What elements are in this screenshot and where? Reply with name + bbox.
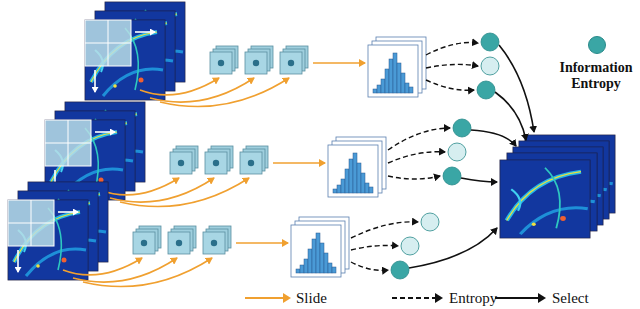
legend-swatch	[588, 36, 606, 54]
row-3	[8, 182, 349, 287]
legend-label: Select	[552, 289, 589, 307]
legend-sample	[495, 292, 547, 304]
output-stack	[500, 135, 615, 238]
legend-arrowhead	[283, 293, 291, 303]
legend-arrowhead	[538, 293, 546, 303]
legend-arrowhead	[435, 293, 443, 303]
entropy-arrows	[351, 43, 478, 271]
row-1	[85, 2, 426, 107]
legend-line	[392, 297, 437, 299]
legend-sample	[392, 292, 444, 304]
entropy-circles	[391, 33, 499, 279]
legend-label: Slide	[296, 289, 327, 307]
legend-label: Entropy	[449, 289, 497, 307]
legend-line	[495, 297, 540, 299]
legend-line	[245, 297, 285, 299]
legend-sample	[245, 292, 292, 304]
legend-label: Information Entropy	[556, 60, 636, 92]
select-arrows	[409, 45, 534, 268]
